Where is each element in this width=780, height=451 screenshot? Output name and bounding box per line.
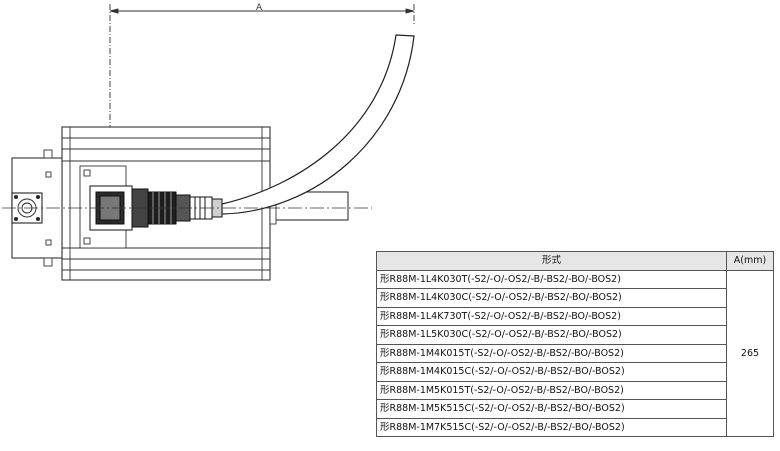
model-cell: 形R88M-1L5K030C(-S2/-O/-OS2/-B/-BS2/-BO/-… [376, 325, 727, 345]
table-header-row: 形式 A(mm) [376, 251, 774, 271]
model-cell: 形R88M-1L4K030T(-S2/-O/-OS2/-B/-BS2/-BO/-… [376, 269, 727, 289]
table-row: 形R88M-1M5K015T(-S2/-O/-OS2/-B/-BS2/-BO/-… [376, 380, 774, 400]
table-row: 形R88M-1M5K515C(-S2/-O/-OS2/-B/-BS2/-BO/-… [376, 399, 774, 419]
model-cell: 形R88M-1L4K730T(-S2/-O/-OS2/-B/-BS2/-BO/-… [376, 306, 727, 326]
table-row: 形R88M-1L5K030C(-S2/-O/-OS2/-B/-BS2/-BO/-… [376, 325, 774, 345]
model-cell: 形R88M-1M4K015T(-S2/-O/-OS2/-B/-BS2/-BO/-… [376, 343, 727, 363]
model-cell: 形R88M-1M7K515C(-S2/-O/-OS2/-B/-BS2/-BO/-… [376, 417, 727, 437]
header-model: 形式 [376, 251, 727, 271]
table-row: 形R88M-1L4K030T(-S2/-O/-OS2/-B/-BS2/-BO/-… [376, 269, 774, 437]
dimension-a-label: A [256, 3, 263, 13]
table-row: 形R88M-1M4K015C(-S2/-O/-OS2/-B/-BS2/-BO/-… [376, 362, 774, 382]
model-cell: 形R88M-1M4K015C(-S2/-O/-OS2/-B/-BS2/-BO/-… [376, 362, 727, 382]
model-cell: 形R88M-1M5K015T(-S2/-O/-OS2/-B/-BS2/-BO/-… [376, 380, 727, 400]
model-dimension-table: 形式 A(mm) 形R88M-1L4K030T(-S2/-O/-OS2/-B/-… [376, 251, 774, 437]
model-cell: 形R88M-1M5K515C(-S2/-O/-OS2/-B/-BS2/-BO/-… [376, 399, 727, 419]
table-row: 形R88M-1L4K730T(-S2/-O/-OS2/-B/-BS2/-BO/-… [376, 306, 774, 326]
motor-cable [221, 34, 415, 215]
table-row: 形R88M-1M7K515C(-S2/-O/-OS2/-B/-BS2/-BO/-… [376, 417, 774, 437]
dimension-arrow-left [109, 8, 119, 14]
table-row: 形R88M-1M4K015T(-S2/-O/-OS2/-B/-BS2/-BO/-… [376, 343, 774, 363]
dimension-arrow-right [405, 8, 415, 14]
header-dimension-a: A(mm) [726, 251, 774, 271]
table-row: 形R88M-1L4K030C(-S2/-O/-OS2/-B/-BS2/-BO/-… [376, 288, 774, 308]
dimension-a-value: 265 [726, 269, 774, 437]
model-cell: 形R88M-1L4K030C(-S2/-O/-OS2/-B/-BS2/-BO/-… [376, 288, 727, 308]
